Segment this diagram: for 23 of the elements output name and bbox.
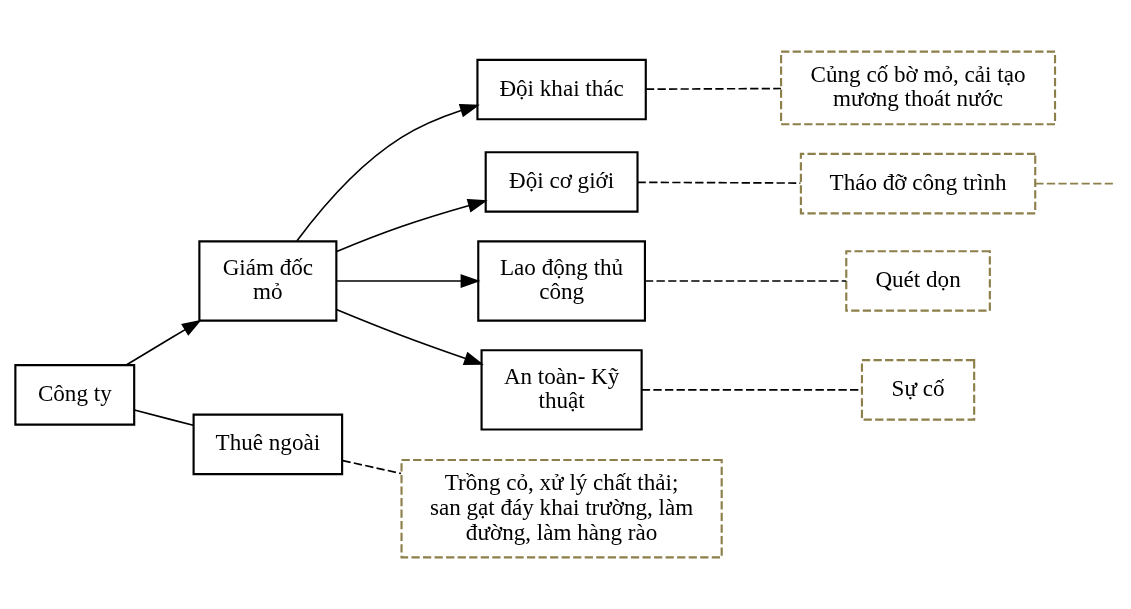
node-box: Lao động thủ công xyxy=(477,240,646,322)
connector xyxy=(636,181,802,184)
node-box: Công ty xyxy=(14,364,136,426)
arrow xyxy=(125,319,202,366)
connector xyxy=(1034,182,1116,185)
node-box: Trồng cỏ, xử lý chất thải; san gạt đáy khai trường, làm đường, làm hàng rào xyxy=(400,458,723,559)
arrow xyxy=(296,103,480,242)
connector xyxy=(644,280,848,282)
node-box: Đội cơ giới xyxy=(484,151,639,213)
arrow xyxy=(335,199,488,253)
node-box: Củng cố bờ mỏ, cải tạo mương thoát nước xyxy=(780,50,1057,126)
node-box: An toàn- Kỹ thuật xyxy=(480,349,643,431)
node-box: Tháo đỡ công trình xyxy=(799,152,1037,215)
connector xyxy=(133,409,194,427)
arrow xyxy=(336,274,481,288)
node-box: Quét dọn xyxy=(845,250,991,312)
arrow xyxy=(335,308,484,365)
node-box: Thuê ngoài xyxy=(192,413,344,476)
node-box: Giám đốc mỏ xyxy=(198,240,338,322)
connector xyxy=(341,459,402,475)
connector xyxy=(645,87,782,90)
node-box: Đội khai thác xyxy=(476,58,647,121)
node-box: Sự cố xyxy=(860,359,976,421)
